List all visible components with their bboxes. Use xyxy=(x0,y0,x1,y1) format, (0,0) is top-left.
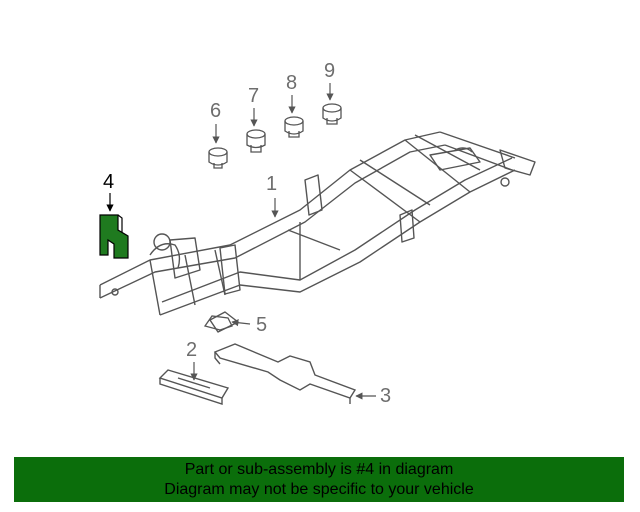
callout-2[interactable]: 2 xyxy=(186,339,198,361)
leader-lines xyxy=(106,83,376,400)
callout-9[interactable]: 9 xyxy=(324,60,336,82)
crossmember-part-3 xyxy=(213,343,357,404)
mount-part-6 xyxy=(208,147,228,169)
mount-part-8 xyxy=(284,116,304,138)
mount-part-7 xyxy=(246,129,266,153)
callout-1[interactable]: 1 xyxy=(266,173,278,195)
banner-line-part-number: Part or sub-assembly is #4 in diagram xyxy=(184,461,454,478)
callout-8[interactable]: 8 xyxy=(286,72,298,94)
callout-4[interactable]: 4 xyxy=(103,171,115,193)
callout-6[interactable]: 6 xyxy=(210,100,222,122)
banner-line-disclaimer: Diagram may not be specific to your vehi… xyxy=(164,481,474,498)
info-banner: Part or sub-assembly is #4 in diagram Di… xyxy=(14,457,624,502)
mount-part-9 xyxy=(322,103,342,125)
bracket-part-4-highlighted xyxy=(99,214,129,259)
bracket-part-5 xyxy=(203,315,233,331)
callout-3[interactable]: 3 xyxy=(380,385,392,407)
callout-7[interactable]: 7 xyxy=(248,85,260,107)
body-mounts xyxy=(208,103,342,169)
crossmember-part-2 xyxy=(158,369,230,405)
callout-5[interactable]: 5 xyxy=(256,314,268,336)
frame-part-1 xyxy=(99,131,536,333)
